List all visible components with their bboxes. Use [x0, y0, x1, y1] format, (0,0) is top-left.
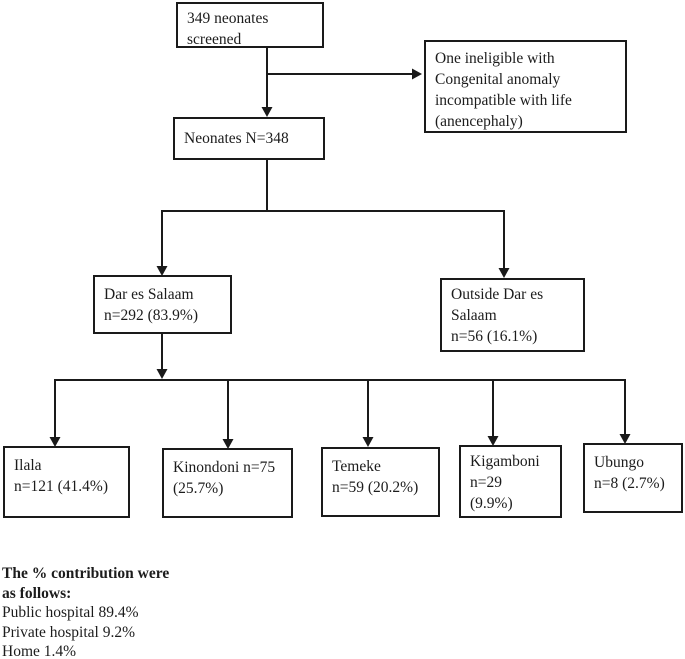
arrow-down-icon	[619, 434, 631, 444]
connector-to-ilala	[49, 379, 61, 447]
box-text-line: Kinondoni n=75	[173, 459, 276, 476]
connector-screened-to-ineligible	[267, 68, 422, 80]
box-text-line: Temeke	[332, 458, 381, 475]
arrow-down-icon	[156, 266, 168, 276]
arrow-down-icon	[222, 439, 234, 449]
box-kigamboni: Kigamboni n=29 (9.9%)	[459, 445, 562, 518]
arrow-down-icon	[49, 437, 61, 447]
box-text-line: n=29	[470, 474, 502, 491]
connector-to-kigamboni	[487, 379, 499, 446]
connector-screened-to-neonates	[261, 48, 273, 117]
connector-neonates-to-split	[162, 160, 504, 212]
box-text-line: n=8 (2.7%)	[594, 475, 665, 492]
box-text-line: Kigamboni	[470, 453, 540, 470]
box-ubungo: Ubungo n=8 (2.7%)	[583, 443, 683, 513]
connector-to-temeke	[362, 379, 374, 447]
connector-split-to-dar	[156, 210, 168, 276]
arrow-right-icon	[412, 68, 422, 80]
box-kinondoni: Kinondoni n=75 (25.7%)	[162, 448, 293, 518]
box-text-line: n=121 (41.4%)	[14, 478, 108, 495]
box-text-line: Outside Dar es	[451, 286, 544, 303]
box-text-line: 349 neonates	[187, 10, 269, 27]
box-outside-dar-es-salaam: Outside Dar es Salaam n=56 (16.1%)	[440, 278, 585, 352]
box-text-line: Ilala	[14, 457, 42, 474]
box-text-line: n=292 (83.9%)	[104, 307, 198, 324]
box-text-line: (25.7%)	[173, 480, 224, 497]
arrow-down-icon	[487, 436, 499, 446]
box-text-line: Congenital anomaly	[435, 71, 561, 88]
box-text-line: n=56 (16.1%)	[451, 328, 538, 345]
box-text-line: One ineligible with	[435, 50, 555, 67]
box-text-line: n=59 (20.2%)	[332, 479, 419, 496]
arrow-down-icon	[362, 437, 374, 447]
box-text-line: screened	[187, 31, 242, 48]
box-ilala: Ilala n=121 (41.4%)	[3, 446, 130, 518]
connector-to-ubungo	[619, 379, 631, 444]
box-text-line: Dar es Salaam	[104, 286, 194, 303]
connector-split-to-outside	[498, 210, 510, 278]
box-neonates-total: Neonates N=348	[173, 117, 325, 160]
box-dar-es-salaam: Dar es Salaam n=292 (83.9%)	[93, 275, 232, 334]
box-temeke: Temeke n=59 (20.2%)	[321, 447, 440, 517]
connector-dar-to-districts	[55, 334, 625, 381]
box-text-line: (anencephaly)	[435, 113, 523, 130]
box-text-line: Salaam	[451, 307, 497, 324]
footnote-item: Public hospital 89.4%	[2, 604, 139, 621]
arrow-down-icon	[261, 107, 273, 117]
footnote-item: Private hospital 9.2%	[2, 623, 136, 641]
box-text-line: incompatible with life	[435, 92, 572, 109]
connector-to-kinondoni	[222, 379, 234, 449]
box-neonates-screened: 349 neonates screened	[176, 2, 324, 48]
footnote-item: Home 1.4%	[2, 643, 77, 659]
box-ineligible: One ineligible with Congenital anomaly i…	[424, 40, 627, 133]
footnote: The % contribution were as follows: Publ…	[2, 564, 169, 659]
box-text-line: Ubungo	[594, 454, 644, 471]
arrow-down-icon	[498, 268, 510, 278]
box-text-line: Neonates N=348	[184, 130, 289, 147]
footnote-heading-line: The % contribution were	[2, 565, 170, 582]
arrow-down-icon	[156, 369, 168, 379]
footnote-heading-line: as follows:	[2, 584, 72, 602]
box-text-line: (9.9%)	[470, 495, 513, 512]
